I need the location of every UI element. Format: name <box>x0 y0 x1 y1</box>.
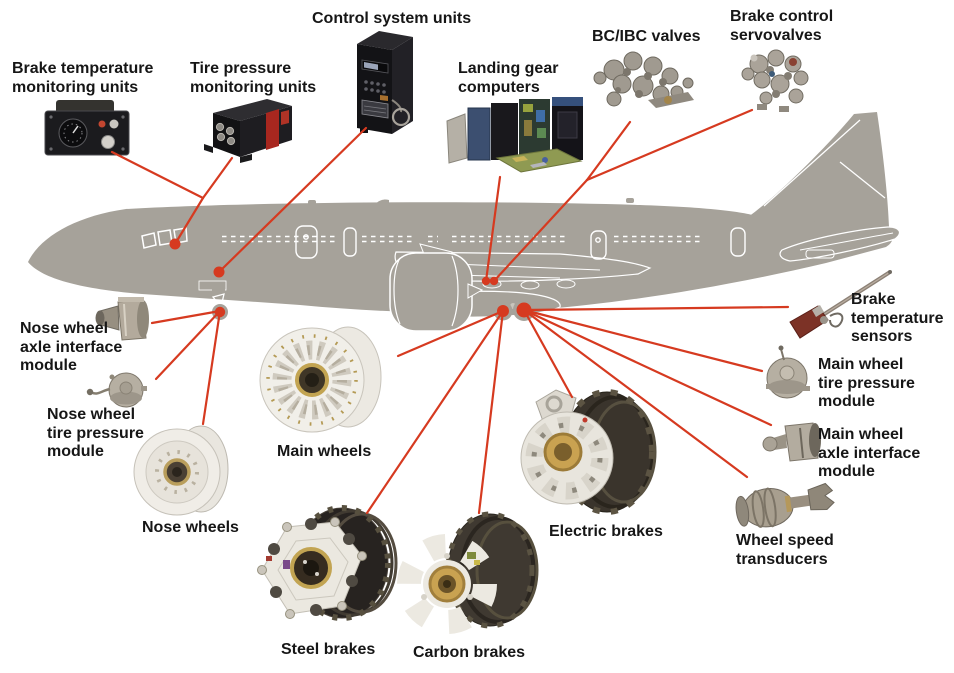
label-main-wheel-tire-pressure-module: Main wheel tire pressure module <box>818 356 915 411</box>
brake-temperature-sensors-image <box>789 270 892 339</box>
label-steel-brakes: Steel brakes <box>281 641 376 658</box>
label-wheel-speed-transducers: Wheel speed transducers <box>736 532 834 568</box>
main-wheel-tire-pressure-module-image <box>766 345 810 399</box>
antenna <box>626 198 634 203</box>
steel-brakes-image <box>257 505 398 621</box>
dot-nose-gear <box>214 306 226 318</box>
vertical-tail <box>748 112 889 242</box>
label-electric-brakes: Electric brakes <box>549 523 663 540</box>
line-main-wheels <box>396 309 505 358</box>
line-nose-axle-interface <box>150 309 222 325</box>
wheel-speed-transducers-image <box>735 482 835 528</box>
aircraft-silhouette <box>28 112 901 332</box>
line-landing-gear-computers <box>484 175 502 283</box>
dot-main-gear-left <box>497 305 509 317</box>
engine-nacelle <box>389 252 473 332</box>
landing-gear-computers-image <box>446 97 583 173</box>
main-wheel-axle-interface-module-image <box>762 422 821 462</box>
dot-forward-fuselage <box>213 266 225 278</box>
line-control-system <box>217 126 368 274</box>
label-nose-wheel-axle-interface-module: Nose wheel axle interface module <box>20 320 123 375</box>
brake-temperature-monitoring-units-image <box>44 100 130 156</box>
antenna <box>308 200 316 205</box>
line-monitoring-to-cockpit <box>173 196 205 246</box>
dot-belly-left <box>481 276 491 286</box>
label-carbon-brakes: Carbon brakes <box>413 644 526 661</box>
label-brake-control-servovalves: Brake control servovalves <box>730 8 834 44</box>
bc-ibc-valves-image <box>593 51 694 108</box>
tire-pressure-monitoring-units-image <box>204 99 292 163</box>
doors <box>295 225 746 260</box>
line-mw-axle-interface <box>522 308 773 427</box>
label-brake-temperature-sensors: Brake temperature sensors <box>851 291 944 346</box>
line-nose-wheels <box>201 309 222 426</box>
marker-dots <box>169 238 532 318</box>
line-brake-temp-monitoring <box>110 150 205 200</box>
horizontal-stabilizer <box>779 226 901 262</box>
label-main-wheels: Main wheels <box>277 443 372 460</box>
label-main-wheel-axle-interface-module: Main wheel axle interface module <box>818 426 921 481</box>
connector-lines <box>110 108 790 515</box>
label-brake-temperature-monitoring-units: Brake temperature monitoring units <box>12 60 154 96</box>
label-nose-wheel-tire-pressure-module: Nose wheel tire pressure module <box>47 406 144 461</box>
line-brake-control-servovalves <box>585 108 754 182</box>
line-mw-tire-pressure <box>522 308 764 373</box>
line-brake-temp-sensors <box>522 305 790 312</box>
label-landing-gear-computers: Landing gear computers <box>458 60 559 96</box>
dot-cockpit <box>169 238 181 250</box>
line-steel-brakes <box>365 309 505 515</box>
electric-brakes-image <box>520 389 657 515</box>
line-bc-ibc-valves <box>585 120 632 182</box>
main-wheels-image <box>259 326 382 433</box>
label-nose-wheels: Nose wheels <box>142 519 239 536</box>
line-wheel-speed-transducers <box>522 308 749 479</box>
line-carbon-brakes <box>477 309 505 515</box>
dot-belly-right <box>489 276 499 286</box>
nose-wheels-image <box>133 425 229 516</box>
line-electric-brakes <box>522 308 574 399</box>
line-nose-tire-pressure <box>154 309 222 381</box>
line-tire-pressure-monitoring <box>201 156 234 200</box>
nose-wheel-tire-pressure-module-image <box>86 372 147 408</box>
label-bc-ibc-valves: BC/IBC valves <box>592 28 701 45</box>
line-valves-to-belly <box>492 178 589 283</box>
label-tire-pressure-monitoring-units: Tire pressure monitoring units <box>190 60 317 96</box>
label-control-system-units: Control system units <box>312 10 472 27</box>
brake-control-servovalves-image <box>741 49 809 112</box>
dot-main-gear-right <box>516 302 532 318</box>
nose-wheel-axle-interface-module-image <box>95 297 149 341</box>
control-system-units-image <box>357 31 413 134</box>
carbon-brakes-image <box>397 511 539 634</box>
